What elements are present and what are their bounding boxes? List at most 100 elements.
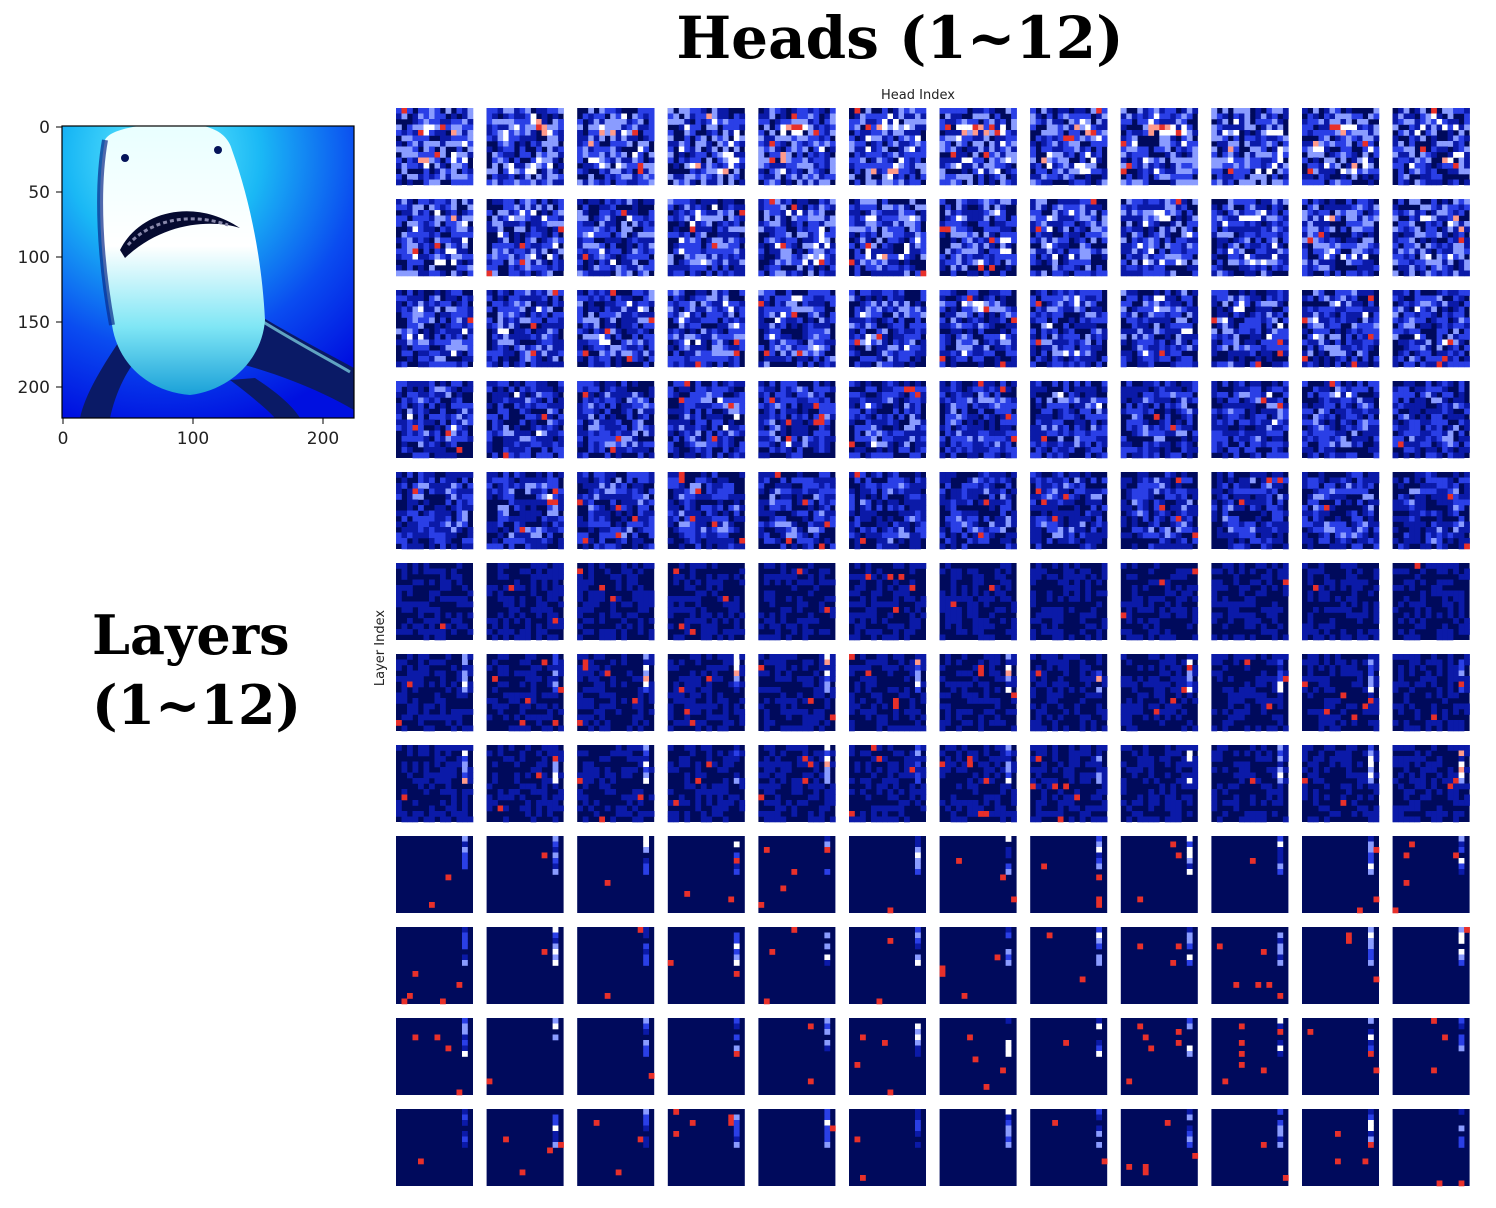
attention-pixel [791,237,798,244]
attention-pixel [648,312,655,318]
attention-pixel [689,174,696,180]
attention-pixel [824,328,831,335]
attention-pixel [1181,290,1188,296]
attention-pixel [486,295,493,302]
attention-pixel [541,259,548,266]
attention-pixel [667,265,674,271]
attention-pixel [1346,179,1352,186]
attention-pixel [849,295,855,302]
attention-pixel [1153,290,1160,296]
attention-pixel [915,270,921,277]
attention-pixel [684,306,691,313]
attention-pixel [456,221,463,227]
attention-pixel [813,237,820,244]
attention-pixel [1414,168,1421,175]
attention-pixel [615,270,622,277]
attention-pixel [1085,301,1091,307]
attention-pixel [1351,226,1358,233]
attention-pixel [871,290,877,296]
attention-pixel [796,350,803,357]
attention-pixel [994,163,1001,169]
attention-pixel [1120,141,1127,147]
attention-pixel [593,113,600,120]
attention-pixel [950,179,957,186]
attention-pixel [1137,232,1144,238]
attention-pixel [860,339,866,346]
attention-pixel [722,108,729,114]
attention-pixel [1271,119,1278,125]
attention-pixel [785,237,792,244]
attention-pixel [689,204,696,211]
attention-pixel [785,356,792,362]
attention-pixel [1164,259,1171,266]
attention-pixel [626,295,633,302]
attention-pixel [1041,119,1047,125]
attention-pixel [706,306,713,313]
attention-pixel [547,163,553,169]
attention-pixel [893,361,899,368]
attention-pixel [1244,259,1251,266]
attention-pixel [983,306,990,313]
attention-pixel [1255,210,1262,216]
attention-pixel [429,152,435,158]
attention-pixel [711,215,718,222]
attention-pixel [1175,119,1182,125]
attention-pixel [967,179,973,186]
attention-pixel [615,237,622,244]
attention-pixel [1420,174,1426,180]
attention-pixel [1126,328,1133,335]
attention-pixel [728,334,735,340]
attention-pixel [503,174,509,180]
attention-pixel [1458,163,1465,169]
attention-pixel [1120,168,1127,175]
attention-pixel [700,232,707,238]
attention-pixel [632,130,638,136]
attention-pixel [599,108,605,114]
attention-pixel [456,141,463,147]
attention-pixel [1340,135,1347,142]
attention-pixel [763,146,770,153]
attention-pixel [920,350,927,357]
attention-pixel [1368,243,1374,249]
attention-pixel [1335,163,1341,169]
attention-pixel [813,301,820,307]
attention-pixel [514,345,520,351]
attention-pixel [854,215,861,222]
attention-pixel [684,124,691,131]
attention-pixel [711,345,718,351]
attention-pixel [1282,152,1289,158]
attention-pixel [401,243,408,249]
attention-pixel [1277,248,1284,255]
attention-pixel [728,270,735,277]
attention-pixel [1392,146,1399,153]
attention-pixel [882,254,888,260]
attention-pixel [519,179,526,186]
attention-pixel [429,124,435,131]
attention-pixel [519,270,526,277]
attention-pixel [1005,339,1012,346]
attention-pixel [983,339,990,346]
attention-pixel [689,210,696,216]
attention-pixel [785,152,792,158]
attention-pixel [434,270,441,277]
attention-pixel [1431,179,1437,186]
attention-pixel [728,130,735,136]
attention-pixel [876,265,883,271]
attention-pixel [1216,135,1223,142]
attention-pixel [418,301,424,307]
attention-pixel [802,163,809,169]
attention-pixel [854,157,861,164]
attention-pixel [1041,157,1047,164]
attention-pixel [1324,243,1330,249]
attention-pixel [1030,248,1036,255]
attention-pixel [519,254,526,260]
attention-pixel [407,350,413,357]
attention-pixel [1249,124,1256,131]
attention-pixel [1255,232,1262,238]
attention-pixel [802,306,809,313]
attention-pixel [728,306,735,313]
attention-pixel [678,119,685,125]
attention-pixel [1329,124,1336,131]
attention-pixel [1255,157,1262,164]
attention-pixel [440,119,446,125]
